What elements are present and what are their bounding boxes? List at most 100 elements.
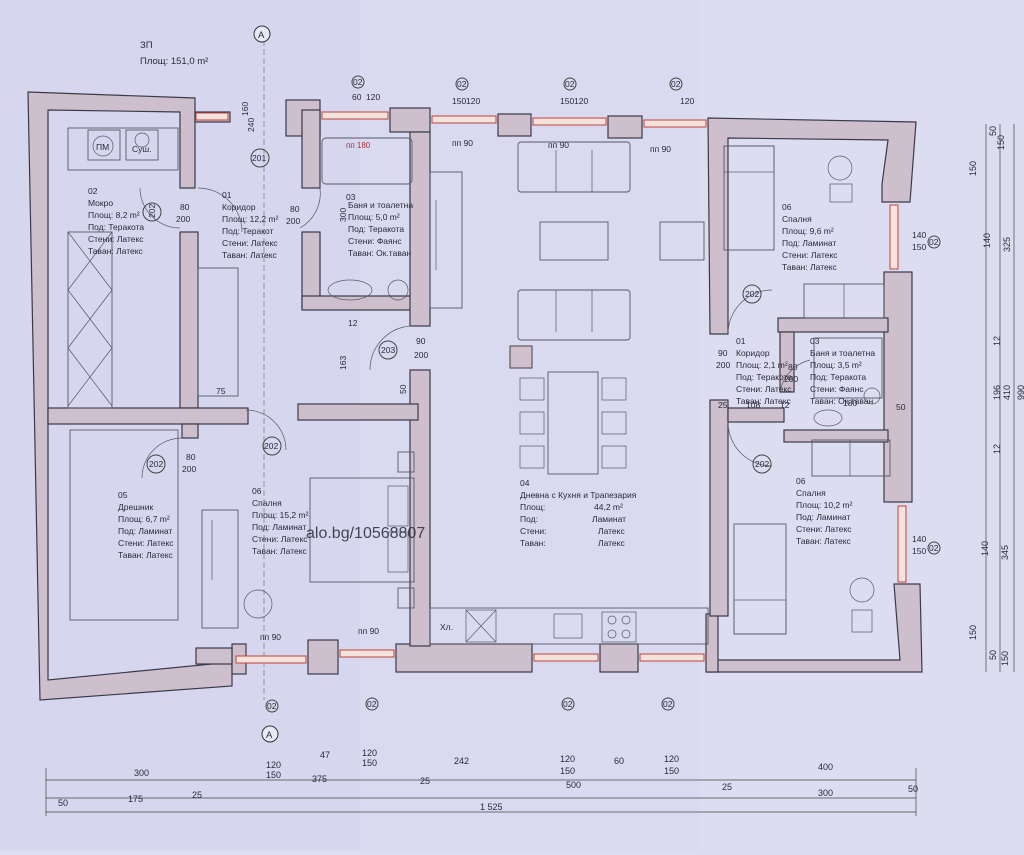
living-room-furniture: Хл. [429,141,709,645]
window-tag: 02 [929,237,939,247]
door-height: 200 [784,374,798,384]
window-width: 60 [352,92,362,102]
right-bath-fixtures: 180 [813,337,883,427]
window-sill: пп 90 [358,626,379,636]
dimension-label: 50 [908,784,918,794]
dimension-label: 375 [312,774,327,784]
svg-text:05: 05 [118,490,128,500]
svg-text:Мокро: Мокро [88,198,113,208]
room-label-koridor-right: 01 Коридор Площ: 2,1 m² Под: Теракота Ст… [736,336,792,406]
room-label-living: 04 Дневна с Кухня и Трапезария Площ: 44,… [520,478,637,548]
dimension-label: 120 [266,760,281,770]
svg-text:Стени: Латекс: Стени: Латекс [252,534,308,544]
svg-text:Под: Теракот: Под: Теракот [222,226,274,236]
dimension-label: 300 [338,208,348,222]
svg-text:Таван:: Таван: [520,538,546,548]
door-tag: 202 [264,441,278,451]
window-width: 150 [912,242,926,252]
window-tags-bottom: пп 90 пп 90 02 02 02 02 [260,626,675,713]
laundry-fixtures: ПМ Суш. [67,127,179,409]
section-axis-label-top: A [258,30,265,41]
dimension-label: 150 [362,758,377,768]
dimension-label: 120 [560,754,575,764]
dimension-label: 325 [1002,237,1012,252]
window-tag: 02 [457,79,467,89]
svg-text:Под: Ламинат: Под: Ламинат [118,526,172,536]
dimension-label: 47 [320,750,330,760]
dimension-label: 25 [192,790,202,800]
svg-text:Латекс: Латекс [598,526,625,536]
svg-text:Таван: Латекс: Таван: Латекс [252,546,308,556]
svg-text:Баня и тоалетна: Баня и тоалетна [348,200,413,210]
dimension-label: 25 [420,776,430,786]
window-tag: 02 [565,79,575,89]
svg-text:Площ: 8,2 m²: Площ: 8,2 m² [88,210,140,220]
room-label-bedroom-left: 06 Спалня Площ: 15,2 m² Под: Ламинат Сте… [252,486,309,556]
dimension-label: 50 [988,126,998,136]
svg-text:Площ: 9,6 m²: Площ: 9,6 m² [782,226,834,236]
svg-text:Таван: Ок.таван: Таван: Ок.таван [810,396,873,406]
door-width: 80 [180,202,190,212]
bottom-dimensions-row3: 50 175 25 50 1 525 [58,784,918,812]
svg-text:Ламинат: Ламинат [592,514,626,524]
dimension-label: 196 [992,385,1002,400]
corridor-wardrobe [197,267,239,397]
dimension-label: 160 [240,102,250,116]
plan-title: ЗП [140,40,153,51]
dimension-label: 500 [566,780,581,790]
svg-text:Площ: 5,0 m²: Площ: 5,0 m² [348,212,400,222]
svg-text:Площ: 12,2 m²: Площ: 12,2 m² [222,214,279,224]
right-dimensions: 150 325 410 345 150 140 150 12 196 12 14… [968,126,1024,666]
svg-text:Под: Ламинат: Под: Ламинат [782,238,836,248]
dimension-label: 150 [266,770,281,780]
door-tag: 202 [755,459,769,469]
svg-text:Под: Теракота: Под: Теракота [810,372,866,382]
svg-text:Площ: 10,2 m²: Площ: 10,2 m² [796,500,853,510]
svg-text:Площ: 6,7 m²: Площ: 6,7 m² [118,514,170,524]
plan-total-area: Площ: 151,0 m² [140,56,208,67]
dimension-label: 25 [722,782,732,792]
window-tag: 02 [929,543,939,553]
svg-text:Под: Теракота: Под: Теракота [88,222,144,232]
total-height-label: 990 [1016,385,1024,400]
dimension-label: 150 [968,625,978,640]
dimension-label: 163 [338,356,348,370]
dryer-label: Суш. [132,144,152,154]
total-width-label: 1 525 [480,802,503,812]
window-tags-top: 02 60 120 02 150 120 02 150 120 02 120 п… [351,75,694,154]
svg-text:Спалня: Спалня [252,498,282,508]
bottom-dimension-lines [45,768,917,816]
svg-text:Под:: Под: [520,514,538,524]
bottom-dimensions-row2: 375 25 500 25 300 [312,774,833,798]
door-width: 80 [290,204,300,214]
svg-text:Дрешник: Дрешник [118,502,153,512]
svg-text:Таван: Ок.таван: Таван: Ок.таван [348,248,411,258]
svg-text:Стени: Фаянс: Стени: Фаянс [810,384,864,394]
door-tag: 201 [252,153,266,163]
svg-text:Таван: Латекс: Таван: Латекс [118,550,174,560]
svg-text:Под: Теракота: Под: Теракота [736,372,792,382]
dimension-label: 150 [1000,651,1010,666]
svg-text:Спалня: Спалня [782,214,812,224]
svg-text:Стени: Латекс: Стени: Латекс [118,538,174,548]
internal-walls [47,109,889,665]
svg-text:Таван: Латекс: Таван: Латекс [782,262,838,272]
svg-text:Площ: 15,2 m²: Площ: 15,2 m² [252,510,309,520]
window-tags-right: 02 140 150 02 140 150 [912,230,941,556]
dimension-label: 150 [996,135,1006,150]
room-label-bedroom-bottom-right: 06 Спалня Площ: 10,2 m² Под: Ламинат Сте… [796,476,853,546]
bottom-right-bedroom-furniture [733,439,891,635]
window-sill: пп 90 [260,632,281,642]
door-width: 80 [186,452,196,462]
interior-dimensions: 160 240 75 163 50 12 300 25 108 12 50 [216,102,906,412]
window-width: 120 [574,96,588,106]
room-label-mokro: 02 Мокро Площ: 8,2 m² Под: Теракота Стен… [88,186,144,256]
dimension-label: 140 [980,541,990,556]
svg-text:Площ:: Площ: [520,502,545,512]
room-label-bedroom-top-right: 06 Спалня Площ: 9,6 m² Под: Ламинат Стен… [782,202,838,272]
window-tag: 02 [663,699,673,709]
door-height: 200 [414,350,428,360]
dimension-label: 150 [560,766,575,776]
right-dimension-lines [985,124,1015,672]
window-tag: 02 [353,77,363,87]
